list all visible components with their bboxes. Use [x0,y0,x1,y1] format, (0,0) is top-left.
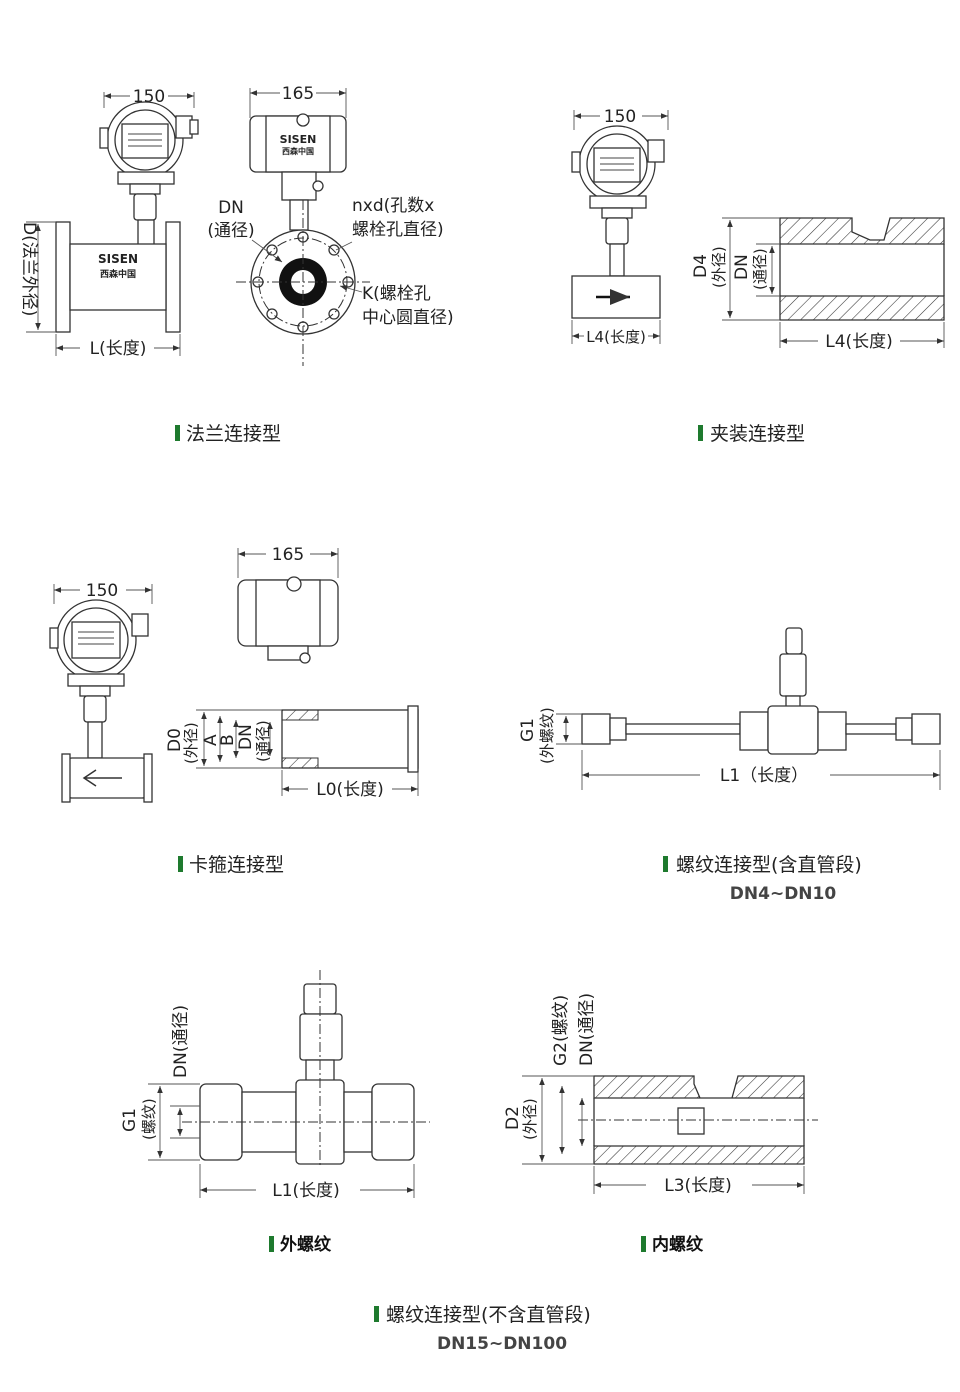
triclamp-dn-sub: (通径) [254,720,272,762]
flange-k-line1: K(螺栓孔 [362,284,431,304]
threadpipe-g1-label: G1 [518,718,538,742]
flange-d-label: D(法兰外径) [19,222,39,316]
triclamp-caption: 卡箍连接型 [189,854,284,876]
extthread-l1-label: L1(长度) [272,1181,340,1201]
threadpipe-caption: 螺纹连接型(含直管段) [676,854,862,876]
internal-thread-view: D2 (外径) G2(螺纹) DN(通径) L3(长度) [503,993,818,1196]
clamp-side-view: 150 L4(长度) [571,107,669,346]
intthread-d2-label: D2 [503,1106,523,1130]
extthread-caption-marker [269,1236,274,1252]
triclamp-dim-165: 165 [272,545,304,565]
clamp-dim-150: 150 [604,107,636,127]
flange-caption: 法兰连接型 [186,423,281,445]
clamp-caption-marker [698,425,703,441]
threadnopipe-caption-marker [374,1306,379,1322]
clamp-dn-label: DN [732,254,752,280]
flange-front-brand: SISEN [280,133,317,146]
thread-pipe-view: G1 (外螺纹) L1（长度） [518,627,941,790]
intthread-caption: 内螺纹 [652,1234,704,1255]
clamp-d4-sub: (外径) [710,246,728,288]
extthread-g1-label: G1 [120,1108,140,1132]
threadpipe-g1-sub: (外螺纹) [538,707,556,764]
triclamp-section-view: D0 (外径) A B DN (通径) L0(长度) [165,705,419,800]
threadpipe-range: DN4~DN10 [730,884,837,904]
triclamp-a-label: A [201,734,221,746]
extthread-caption: 外螺纹 [280,1234,332,1255]
flange-dn-sub: (通径) [207,221,254,241]
triclamp-top-view: 165 [237,545,339,664]
flange-brand-cn: 西森中国 [100,268,136,280]
triclamp-d0-sub: (外径) [182,722,200,764]
flange-side-view: 150 SISEN 西森中国 D(法兰外径) L(长度) [19,87,199,359]
flange-nxd-line1: nxd(孔数x [352,196,434,216]
intthread-caption-marker [641,1236,646,1252]
extthread-dn-label: DN(通径) [171,1005,191,1078]
clamp-caption: 夹装连接型 [710,423,805,445]
intthread-dn-label: DN(通径) [577,993,597,1066]
extthread-g1-sub: (螺纹) [140,1098,158,1140]
external-thread-view: DN(通径) G1 (螺纹) L1(长度) [120,970,430,1201]
flange-l-label: L(长度) [90,339,147,359]
triclamp-d0-label: D0 [165,728,185,752]
threadpipe-l1-label: L1（长度） [720,766,808,786]
clamp-l4-left: L4(长度) [586,328,646,346]
triclamp-side-view: 150 [49,581,153,803]
intthread-l3-label: L3(长度) [664,1176,732,1196]
flange-front-view: 165 SISEN 西森中国 DN (通径) nxd(孔数x 螺栓孔直径) K(… [207,84,454,366]
flange-dim-165: 165 [282,84,314,104]
clamp-dn-sub: (通径) [751,248,769,290]
flange-dn-label: DN [218,198,244,218]
flange-brand: SISEN [98,252,138,266]
threadnopipe-caption: 螺纹连接型(不含直管段) [386,1304,591,1326]
flange-k-line2: 中心圆直径) [362,308,454,328]
threadpipe-caption-marker [663,856,668,872]
clamp-d4-label: D4 [691,254,711,278]
intthread-g2-label: G2(螺纹) [551,995,571,1066]
triclamp-caption-marker [178,856,183,872]
clamp-l4-right: L4(长度) [825,332,893,352]
triclamp-l0-label: L0(长度) [316,780,384,800]
threadnopipe-range: DN15~DN100 [437,1334,567,1354]
flange-nxd-line2: 螺栓孔直径) [352,220,444,240]
triclamp-b-label: B [218,734,238,746]
clamp-section-view: D4 (外径) DN (通径) L4(长度) [691,217,945,352]
intthread-d2-sub: (外径) [521,1098,539,1140]
triclamp-dim-150: 150 [86,581,118,601]
flange-front-brand-cn: 西森中国 [282,146,314,156]
flange-caption-marker [175,425,180,441]
triclamp-dn-label: DN [236,724,256,750]
